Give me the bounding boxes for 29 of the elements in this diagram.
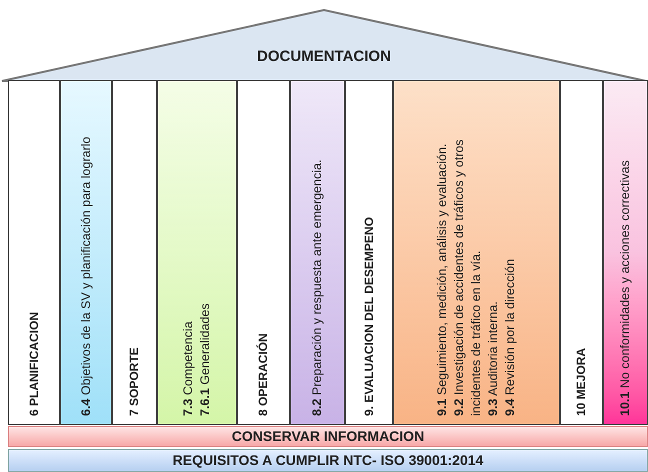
column-panel bbox=[603, 80, 648, 425]
clause-text: 7.6.1 Generalidades bbox=[197, 302, 213, 416]
column-heading: 10 MEJORA bbox=[573, 346, 589, 416]
clause-text: 6.4 Objetivos de la SV y planificación para lograrlo bbox=[78, 136, 94, 416]
column-heading: 8 OPERACIÓN bbox=[255, 332, 271, 416]
band-title: CONSERVAR INFORMACION bbox=[232, 427, 424, 446]
column-panel bbox=[237, 80, 290, 425]
clause-text: 9.1 Seguimiento, medición, análisis y evaluación. bbox=[434, 142, 450, 416]
clause-text: 8.2 Preparación y respuesta ante emergencia. bbox=[309, 158, 325, 416]
roof-title: DOCUMENTACION bbox=[256, 47, 392, 67]
base-band bbox=[8, 449, 648, 472]
column-panel bbox=[560, 80, 603, 425]
clause-text: 9.4 Revisión por la dirección bbox=[502, 258, 518, 416]
column-panel bbox=[60, 80, 112, 425]
clause-text: 10.1 No conformidades y acciones correctivas bbox=[617, 159, 633, 416]
column-panel bbox=[290, 80, 345, 425]
clause-text: 9.2 Investigación de accidentes de tráficos y otros incidentes de tráfico en la vía. bbox=[451, 138, 484, 416]
column-heading: 6 PLANIFICACION bbox=[26, 310, 42, 416]
column-panel bbox=[345, 80, 393, 425]
band-title: REQUISITOS A CUMPLIR NTC- ISO 39001:2014 bbox=[172, 451, 484, 470]
column-panel bbox=[157, 80, 237, 425]
clause-text: 7.3 Competencia bbox=[180, 320, 196, 416]
column-heading: 9. EVALUACION DEL DESEMPENO bbox=[360, 216, 376, 416]
base-band bbox=[8, 426, 648, 447]
clause-text: 9.3 Auditoria interna. bbox=[485, 300, 501, 416]
column-panel bbox=[112, 80, 157, 425]
column-heading: 7 SOPORTE bbox=[126, 346, 142, 416]
column-panel bbox=[8, 80, 60, 425]
column-panel bbox=[393, 80, 560, 425]
